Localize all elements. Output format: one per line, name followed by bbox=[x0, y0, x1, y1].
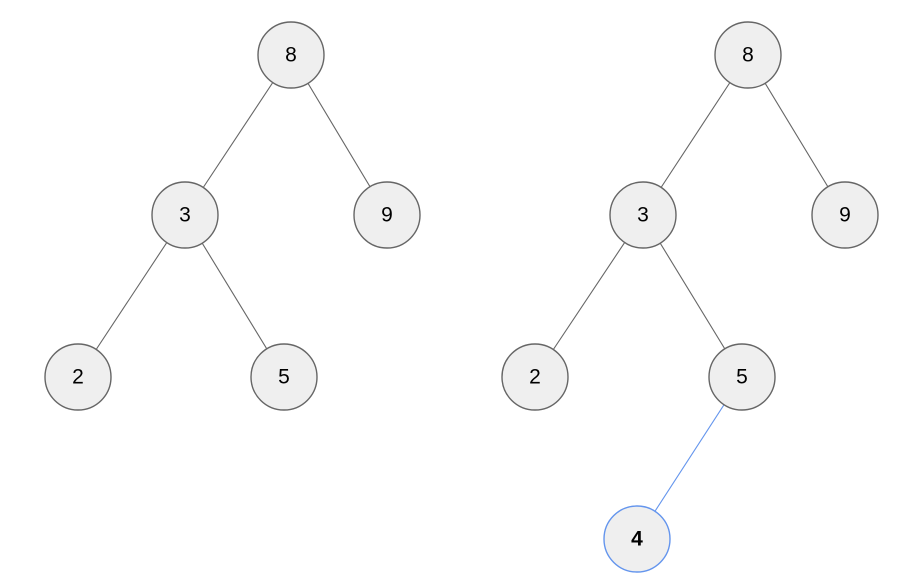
tree-node-label: 4 bbox=[631, 528, 643, 551]
tree-node bbox=[714, 21, 782, 89]
tree-node bbox=[811, 181, 879, 249]
tree-node-label: 8 bbox=[285, 44, 297, 67]
tree-node-highlighted bbox=[603, 505, 671, 573]
tree-node bbox=[501, 343, 569, 411]
tree-node bbox=[250, 343, 318, 411]
tree-node bbox=[708, 343, 776, 411]
tree-node-label: 9 bbox=[839, 204, 851, 227]
tree-node-label: 8 bbox=[742, 44, 754, 67]
tree-node-label: 3 bbox=[637, 204, 649, 227]
tree-node bbox=[257, 21, 325, 89]
binary-tree-after-insert: 8 3 9 2 5 4 bbox=[501, 21, 879, 573]
binary-tree-before-insert: 8 3 9 2 5 bbox=[44, 21, 421, 411]
tree-node-label: 3 bbox=[179, 204, 191, 227]
tree-node bbox=[151, 181, 219, 249]
tree-node-label: 2 bbox=[72, 366, 84, 389]
tree-node-label: 5 bbox=[278, 366, 290, 389]
tree-node-label: 5 bbox=[736, 366, 748, 389]
tree-node bbox=[353, 181, 421, 249]
tree-node-label: 2 bbox=[529, 366, 541, 389]
tree-node bbox=[44, 343, 112, 411]
tree-node bbox=[609, 181, 677, 249]
tree-node-label: 9 bbox=[381, 204, 393, 227]
